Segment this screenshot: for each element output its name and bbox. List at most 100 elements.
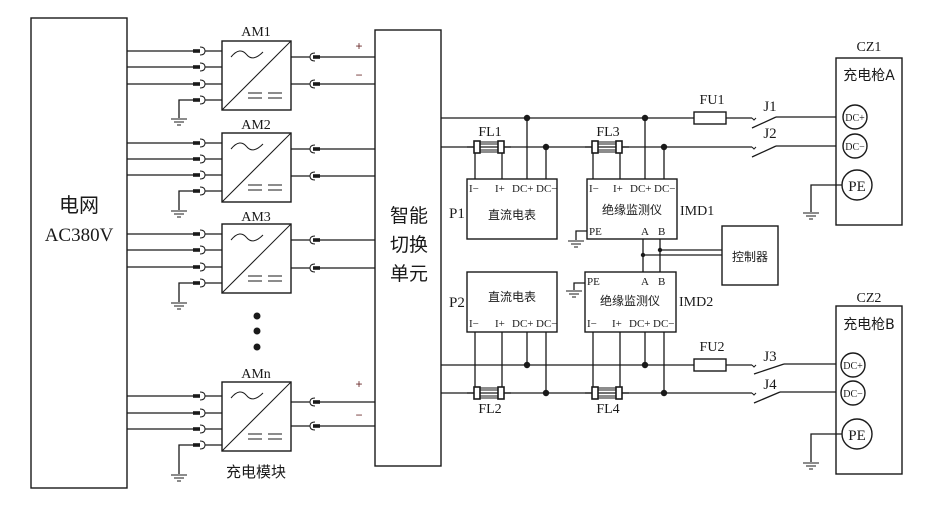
ground-icon — [170, 118, 188, 126]
ellipsis-dot — [253, 343, 261, 351]
ground-icon — [802, 462, 820, 470]
ground-icon — [567, 240, 585, 248]
pin-label: DC− — [845, 142, 865, 153]
shunt-label: FL3 — [596, 125, 619, 140]
meter-id: P1 — [449, 206, 465, 222]
ground-icon — [802, 212, 820, 220]
module-label: AM2 — [241, 118, 271, 133]
smart-switch-unit: 智能 切换 单元 — [374, 29, 442, 467]
terminal-label: DC− — [536, 318, 557, 330]
contactor-j1: J1 — [751, 99, 836, 129]
charging-module-am2: AM2 — [127, 118, 375, 218]
terminal-label: I+ — [495, 318, 505, 330]
terminal-label: DC− — [654, 183, 675, 195]
connector-id: CZ2 — [857, 291, 882, 306]
fuse-label: FU1 — [700, 93, 725, 108]
switch-unit-label-line: 智能 — [390, 205, 428, 227]
connector-name: 充电枪A — [843, 67, 895, 84]
module-label: AMn — [241, 367, 271, 382]
power-grid-box: 电网 AC380V — [30, 17, 128, 489]
terminal-label: DC+ — [629, 318, 650, 330]
ground-icon — [170, 210, 188, 218]
dc-meter-p1: I− I+ DC+ DC− 直流电表 P1 — [449, 114, 558, 240]
terminal-label: PE — [587, 276, 600, 288]
terminal-label: DC− — [653, 318, 674, 330]
comm-bus — [640, 239, 722, 272]
terminal-label: DC+ — [630, 183, 651, 195]
dc-meter-p2: 直流电表 I− I+ DC+ DC− P2 — [449, 271, 558, 397]
switch-unit-label-line: 切换 — [390, 234, 428, 256]
charging-module-am3: AM3 — [127, 210, 375, 310]
charging-gun-cz2: CZ2 充电枪B DC+ DC− PE — [802, 291, 903, 475]
plus-sign: + — [355, 377, 362, 391]
terminal-label: I+ — [612, 318, 622, 330]
pin-label: PE — [848, 179, 866, 195]
terminal-label: I+ — [495, 183, 505, 195]
meter-name: 直流电表 — [488, 290, 536, 304]
minus-sign: − — [355, 68, 362, 82]
grid-voltage-label: AC380V — [45, 225, 114, 246]
ellipsis-dot — [253, 327, 261, 335]
terminal-label: A — [641, 226, 649, 238]
imd-id: IMD2 — [679, 295, 713, 310]
terminal-label: I− — [587, 318, 597, 330]
charging-module-am1: AM1 + − — [127, 25, 375, 126]
shunt-label: FL2 — [478, 402, 501, 417]
pin-label: PE — [848, 428, 866, 444]
terminal-label: PE — [589, 226, 602, 238]
connector-name: 充电枪B — [843, 316, 895, 333]
fuse-label: FU2 — [700, 340, 725, 355]
imd-name: 绝缘监测仪 — [602, 202, 662, 217]
minus-sign: − — [355, 408, 362, 422]
ground-icon — [565, 290, 583, 298]
imd-name: 绝缘监测仪 — [600, 293, 660, 308]
charging-module-amn: AMn + − 充电模块 — [127, 367, 375, 482]
terminal-label: DC− — [536, 183, 557, 195]
ellipsis-dot — [253, 312, 261, 320]
contactor-label: J2 — [763, 126, 776, 142]
charging-gun-cz1: CZ1 充电枪A DC+ DC− PE — [802, 40, 903, 226]
modules-caption: 充电模块 — [226, 463, 286, 481]
ground-icon — [170, 302, 188, 310]
contactor-label: J1 — [763, 99, 776, 115]
meter-id: P2 — [449, 295, 465, 311]
meter-name: 直流电表 — [488, 208, 536, 222]
terminal-label: B — [658, 226, 665, 238]
contactor-j3: J3 — [751, 349, 836, 375]
fuse-fu2: FU2 — [693, 340, 727, 372]
insulation-monitor-imd1: I− I+ DC+ DC− 绝缘监测仪 PE A B IMD1 — [567, 114, 714, 248]
ground-icon — [170, 474, 188, 482]
insulation-monitor-imd2: PE A B 绝缘监测仪 I− I+ DC+ DC− IMD2 — [565, 271, 713, 397]
imd-id: IMD1 — [680, 204, 714, 219]
switch-unit-label-line: 单元 — [390, 263, 428, 285]
fuse-fu1: FU1 — [693, 93, 727, 125]
contactor-j2: J2 — [751, 126, 836, 158]
terminal-label: B — [658, 276, 665, 288]
pin-label: DC+ — [845, 113, 865, 124]
shunt-fl3: FL3 — [584, 125, 630, 154]
plus-sign: + — [355, 39, 362, 53]
pin-label: DC+ — [843, 361, 863, 372]
contactor-j4: J4 — [751, 377, 836, 404]
shunt-fl2: FL2 — [466, 386, 512, 417]
shunt-fl1: FL1 — [466, 125, 512, 154]
terminal-label: DC+ — [512, 318, 533, 330]
pin-label: DC− — [843, 389, 863, 400]
terminal-label: DC+ — [512, 183, 533, 195]
connector-id: CZ1 — [857, 40, 882, 55]
grid-label-cn: 电网 — [59, 193, 99, 217]
shunt-fl4: FL4 — [584, 386, 630, 417]
shunt-label: FL4 — [596, 402, 619, 417]
terminal-label: I+ — [613, 183, 623, 195]
terminal-label: I− — [589, 183, 599, 195]
contactor-label: J4 — [763, 377, 777, 393]
controller: 控制器 — [721, 225, 779, 286]
shunt-label: FL1 — [478, 125, 501, 140]
contactor-label: J3 — [763, 349, 776, 365]
module-label: AM1 — [241, 25, 271, 40]
terminal-label: A — [641, 276, 649, 288]
controller-label: 控制器 — [732, 250, 768, 264]
terminal-label: I− — [469, 318, 479, 330]
module-label: AM3 — [241, 210, 271, 225]
